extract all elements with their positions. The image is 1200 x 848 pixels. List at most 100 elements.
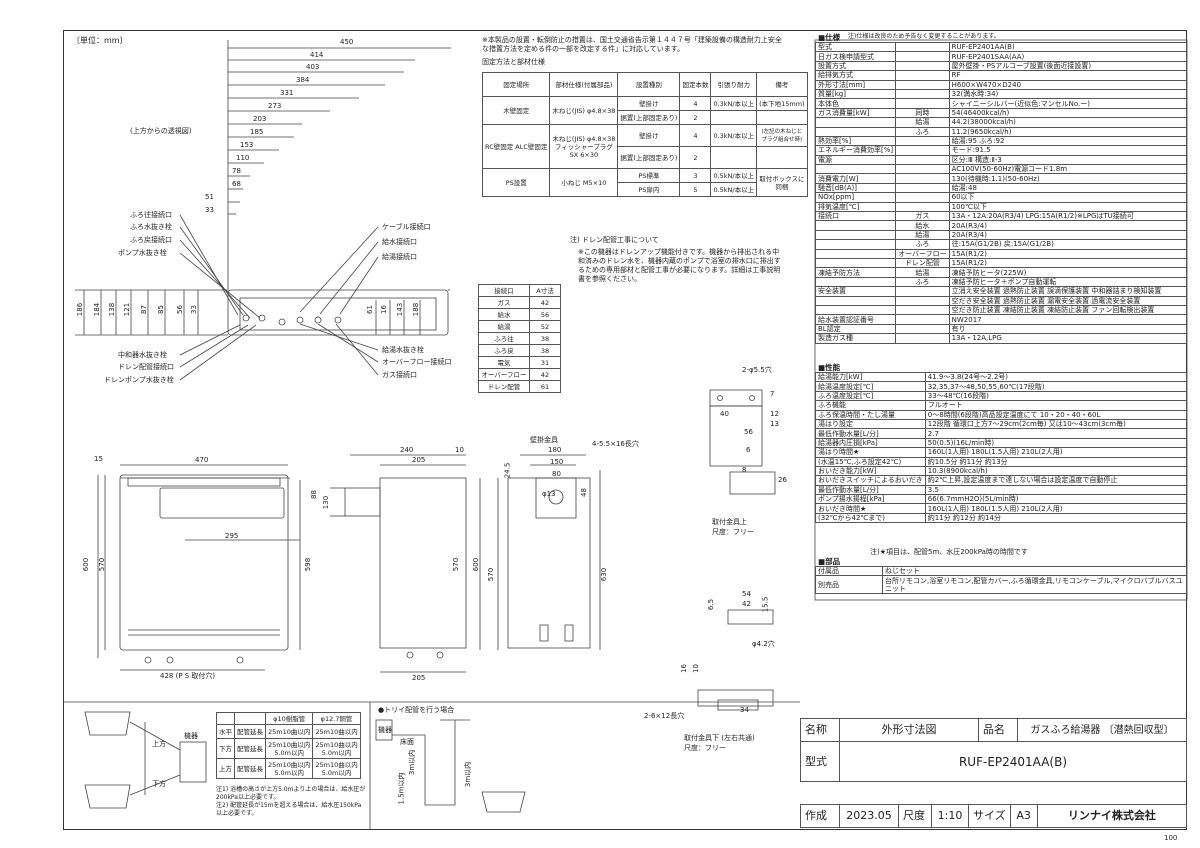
bracket-hole: 4-5.5×16長穴 <box>592 440 639 448</box>
dim-label: 33 <box>205 206 214 214</box>
made-date: 2023.05 <box>839 804 899 828</box>
detail1-hole: 2-φ5.5穴 <box>742 366 772 374</box>
table-header: 引張り耐力 <box>710 72 758 97</box>
dim-label: 384 <box>296 76 310 84</box>
table-row: おいだき時間★160L(1人用) 180L(1.5人用) 210L(2人用) <box>815 503 1188 514</box>
dim-label: 403 <box>306 63 320 71</box>
trap-unit: 機器 <box>378 726 392 734</box>
pipe-note-2: 注2) 配管延長が15mを超える場合は、給水圧150kPa以上必要です。 <box>216 802 362 817</box>
perf-note: 注)★項目は、配管5m、水圧200kPa時の時間です <box>870 548 1028 556</box>
detail2-dim-16: 16 <box>679 664 688 673</box>
table-row: ふろ往:15A(G1/2B) 戻:15A(G1/2B) <box>814 239 1188 250</box>
trap-below: 3m以内 <box>464 761 473 788</box>
dim-label: 185 <box>250 128 264 136</box>
table-row: エネルギー消費効率[%]モード:91.5 <box>814 145 1188 156</box>
table-header: 部材仕様(付属部品) <box>549 72 619 97</box>
table-row: (32℃から42℃まで)約11分 約12分 約14分 <box>815 512 1188 524</box>
left-label: ポンプ水抜き栓 <box>118 249 167 257</box>
side-bottom-205: 205 <box>412 674 426 682</box>
left-label: 中和器水抜き栓 <box>118 351 167 359</box>
table-row: ふろ凍結予防ヒータ＋ポンプ自動運転 <box>814 276 1188 288</box>
detail2-dim-155: 15.5 <box>761 596 770 613</box>
table-row: 設置方式屋外壁掛・PSアルコーブ設置(後面近接設置) <box>814 60 1188 72</box>
drawing-name: 外形寸法図 <box>839 718 979 742</box>
bracket-title: 壁掛金具 <box>530 436 558 444</box>
pipe-label-unit: 機器 <box>184 732 198 740</box>
detail1-dim-40: 40 <box>720 410 729 418</box>
detail2-scale: 尺度：フリー <box>684 744 726 752</box>
perf-table: 給湯能力[kW]41.9〜3.8(24号〜2.2号)給湯温度設定[℃]32,35… <box>815 371 1188 524</box>
dim-label: 414 <box>310 51 324 59</box>
dim-label: 186 <box>76 302 85 317</box>
table-row: 給湯器内圧損[kPa]50(0.5)(16L/min時) <box>815 437 1188 449</box>
table-header: 設置種別 <box>617 72 681 97</box>
detail2-hole: 2-6×12長穴 <box>644 712 685 720</box>
side-dim-10: 10 <box>455 446 464 454</box>
right-label: オーバーフロー接続口 <box>382 358 452 366</box>
table-row: 空だき防止装置 凍結防止装置 凍結防止装置 ファン回転検出装置 <box>814 304 1188 316</box>
company-name: リンナイ株式会社 <box>1036 804 1188 828</box>
table-row: RC壁固定 ALC壁固定木ねじ(JIS) φ4.8×38 フィッシャープラグSX… <box>481 124 808 169</box>
detail1-dim-26: 26 <box>778 476 787 484</box>
table-row: 最低作動水量[L/分]2.7 <box>815 428 1188 439</box>
table-row: 消費電力[W]130(待機時:1.1)(50-60Hz) <box>814 173 1188 184</box>
dim-label: 450 <box>340 38 354 46</box>
fix-method-table: 固定場所 部材仕様(付属部品) 設置種別 固定本数 引張り耐力 備考 木壁固定木… <box>481 72 808 197</box>
scale-value: 1:10 <box>931 804 969 828</box>
table-row: 騒音[dB(A)]給湯:48 <box>814 182 1188 194</box>
bracket-dim-245: 24.5 <box>503 462 512 479</box>
table-row: (水温15℃,ふろ設定42℃)約10.5分 約11分 約13分 <box>815 456 1188 467</box>
dim-label: 138 <box>108 302 117 317</box>
table-row: おいだきスイッチによるおいだき約2℃上昇,設定温度まで達しない場合は設定温度で自… <box>815 475 1188 486</box>
bracket-dim-630: 630 <box>600 567 609 582</box>
side-width-205: 205 <box>412 456 426 464</box>
table-row: おいだき能力[kW]10.3(8900kcal/h) <box>815 465 1188 477</box>
table-row: ふろ温度設定[℃]33〜48℃(16段階) <box>815 390 1188 402</box>
trap-floor: 床面 <box>400 738 414 746</box>
right-label: ケーブル接続口 <box>382 223 431 231</box>
side-dim-570: 570 <box>452 557 461 572</box>
scale-label: 尺度 <box>898 804 932 828</box>
table-header: 備考 <box>756 72 808 97</box>
dim-label: 153 <box>240 141 254 149</box>
title-block: 名称 外形寸法図 品名 ガスふろ給湯器 〔潜熱回収型〕 型式 RUF-EP240… <box>800 718 1187 782</box>
front-height: 600 <box>82 557 91 572</box>
bracket-dim-80: 80 <box>552 470 561 478</box>
size-value: A3 <box>1009 804 1038 828</box>
detail2-dim-10: 10 <box>691 664 700 673</box>
top-view-label: (上方からの透視図) <box>130 127 192 135</box>
dim-label: 143 <box>396 302 405 317</box>
title-product-label: 品名 <box>978 718 1018 742</box>
dim-label: 188 <box>412 302 421 317</box>
fix-table-title: 固定方法と部材仕様 <box>482 58 545 66</box>
left-label: ドレン配管接続口 <box>118 363 174 371</box>
dim-label: 61 <box>365 305 374 314</box>
front-width: 470 <box>195 456 209 464</box>
page-number: 100 <box>1164 834 1178 842</box>
table-row: BL認定有り <box>814 323 1188 335</box>
table-row: 安全装置立消え安全装置 過熱防止装置 誤滴保護装置 中和器詰まり検知装置 <box>814 286 1188 297</box>
table-row: 熱効率[%]給湯:95 ふろ:92 <box>814 135 1188 147</box>
dim-label: 121 <box>123 302 132 317</box>
table-row: 給湯能力[kW]41.9〜3.8(24号〜2.2号) <box>815 371 1188 383</box>
drain-note-title: 注) ドレン配管工事について <box>570 236 659 244</box>
table-row: 排気温度[℃]100℃以下 <box>814 201 1188 213</box>
dim-label: 184 <box>93 302 102 317</box>
trap-limit: 1.5m以内 <box>397 772 406 805</box>
pipe-label-up: 上方 <box>152 740 166 748</box>
table-header: 固定本数 <box>679 72 712 97</box>
front-height-598: 598 <box>304 557 313 572</box>
detail1-dim-13: 13 <box>770 420 779 428</box>
spec-title: ■仕様 <box>818 33 841 42</box>
